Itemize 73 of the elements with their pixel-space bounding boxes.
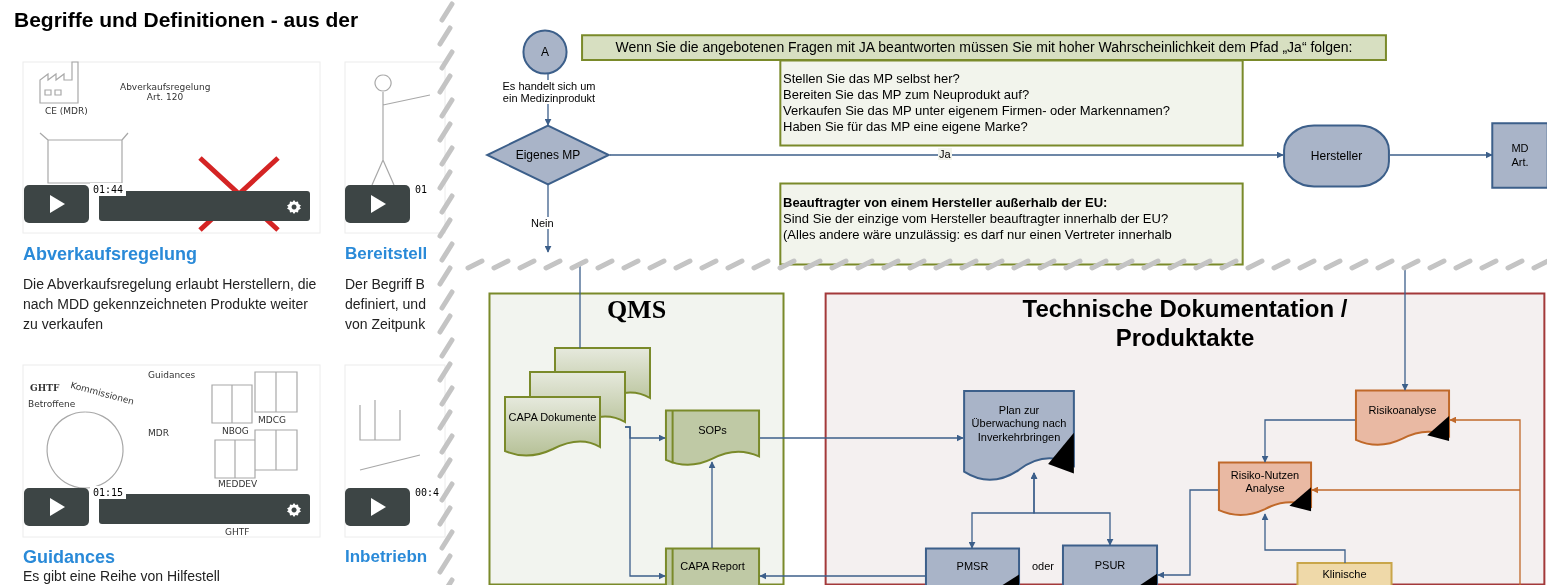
process-box [1297, 563, 1392, 585]
node-text: MD Art. [1510, 142, 1530, 169]
question-panel [778, 183, 1245, 265]
arrow [708, 461, 716, 549]
connector-circle [523, 30, 567, 74]
card-title: Guidances [23, 547, 116, 568]
question-panel [778, 60, 1245, 146]
node-text: CAPA Report [680, 560, 745, 574]
edge-label: Nein [530, 217, 555, 229]
header-banner [578, 35, 1390, 60]
time-badge: 01:44 [90, 183, 127, 196]
page-heading: Begriffe und Definitionen - aus der [14, 8, 359, 32]
node-text: SOPs [698, 424, 727, 438]
arrow [759, 434, 964, 442]
card-title: Bereitstell [345, 244, 428, 264]
node-text: Risiko-Nutzen Analyse [1229, 468, 1301, 496]
node-text: Klinische [1322, 567, 1367, 582]
document-shape [1218, 462, 1312, 518]
sketch-text: Abverkaufsregelung Art. 120 [120, 82, 210, 102]
arrow [1157, 489, 1219, 579]
node-text: Eigenes MP [515, 147, 581, 163]
process-box [925, 548, 1020, 585]
arrow [1030, 472, 1114, 546]
connector-note: oder [1032, 560, 1055, 572]
node-text: PMSR [956, 560, 989, 574]
card-description: Die Abverkaufsregelung erlaubt Herstellern, die nach MDD gekennzeichneten Produkte weiter zu verkaufen [23, 275, 318, 334]
node-text: Sind Sie der einzige vom Hersteller beauftragter innerhalb der EU? [783, 210, 1170, 227]
node-text: Verkaufen Sie das MP unter eigenem Firmen- oder Markennamen? [783, 103, 1172, 119]
sketch-text: CE (MDR) [45, 106, 88, 116]
node-text: Bereiten Sie das MP zum Neuprodukt auf? [783, 87, 1031, 103]
sketch-text: NBOG [222, 426, 249, 436]
document-shape [1355, 390, 1450, 448]
process-box [665, 548, 760, 585]
card-description: Es gibt eine Reihe von Hilfestell [23, 568, 220, 584]
node-text: A [541, 44, 549, 60]
arrow [1401, 267, 1409, 391]
sketch-text: MDCG [258, 415, 286, 425]
time-badge: 01:15 [90, 486, 127, 499]
sketch-text: GHTF [225, 527, 250, 537]
group-title: QMS [606, 294, 667, 326]
terminal-box [1283, 125, 1390, 187]
node-text: Haben Sie für das MP eine eigene Marke? [783, 118, 1029, 135]
node-text: Wenn Sie die angebotenen Fragen mit JA beantworten müssen Sie mit hoher Wahrscheinlichkeit dem Pfad „Ja“ folgen: [615, 38, 1353, 57]
node-text: (Alles andere wäre unzulässig: es darf nur einen Vertreter innerhalb [783, 226, 1173, 243]
arrow [1261, 419, 1356, 463]
node-text: Hersteller [1310, 148, 1363, 164]
process-box [1062, 545, 1158, 585]
arrow [1261, 513, 1346, 564]
card-title: Inbetriebn [345, 547, 428, 567]
arrow [1389, 151, 1493, 159]
sketch-text: Guidances [148, 370, 196, 380]
process-box [1492, 123, 1547, 188]
arrow [624, 426, 666, 580]
arrow [1311, 486, 1521, 494]
card-title: Abverkaufsregelung [23, 244, 198, 265]
connector-line [579, 265, 581, 349]
node-text: Stellen Sie das MP selbst her? [783, 71, 961, 88]
arrow [609, 151, 1284, 159]
sketch-text: MDR [148, 428, 169, 438]
document-shape [665, 410, 760, 468]
sketch-text: GHTF [30, 383, 60, 393]
arrow [1449, 416, 1521, 585]
node-text: Beauftragter von einem Hersteller außerhalb der EU: [783, 195, 1109, 211]
node-text: Risikoanalyse [1368, 404, 1437, 418]
arrow [759, 572, 926, 580]
node-text: PSUR [1094, 558, 1126, 573]
card-description: Der Begriff B definiert, und von Zeitpunk [345, 275, 427, 334]
node-text: Plan zur Überwachung nach Inverkehrbringen [970, 404, 1068, 445]
sketch-text: MEDDEV [218, 479, 258, 489]
group-title: Technische Dokumentation / Produktakte [1021, 294, 1349, 353]
group-frame [822, 292, 1547, 585]
edge-label: Ja [938, 148, 952, 160]
decision-diamond [486, 125, 610, 185]
